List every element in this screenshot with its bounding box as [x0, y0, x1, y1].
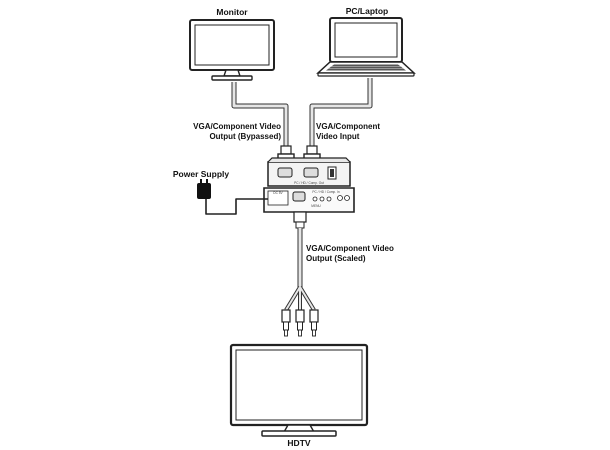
video-input-cable [309, 78, 373, 146]
power-adapter-icon [197, 179, 268, 215]
bypass-output-cable [231, 82, 289, 146]
video-input-label-line2: Video Input [316, 132, 360, 141]
pc-laptop-label: PC/Laptop [346, 6, 389, 16]
scaled-output-cable [281, 211, 319, 337]
bypass-output-label-line1: VGA/Component Video [193, 122, 281, 131]
bypass-output-label-line2: Output (Bypassed) [209, 132, 281, 141]
video-input-label-line1: VGA/Component [316, 122, 380, 131]
monitor-label: Monitor [216, 7, 248, 17]
hdtv-label: HDTV [287, 438, 310, 448]
panel-menu-label: MENU [311, 204, 321, 208]
laptop-icon [316, 17, 416, 77]
power-supply-label: Power Supply [173, 169, 229, 179]
scaler-box-icon [263, 157, 355, 213]
monitor-icon [189, 19, 275, 81]
panel-dc-label: DC 5V [273, 191, 283, 195]
panel-top-label: PC / HD / Comp. Out [294, 181, 324, 185]
scaled-output-label-line1: VGA/Component Video [306, 244, 394, 253]
tv-icon [229, 343, 369, 437]
rca-plug-icon [281, 309, 291, 337]
rca-plug-icon [295, 309, 305, 337]
panel-front-label: PC / HD / Comp. In [312, 190, 340, 194]
rca-plug-icon [309, 309, 319, 337]
scaled-output-label-line2: Output (Scaled) [306, 254, 366, 263]
